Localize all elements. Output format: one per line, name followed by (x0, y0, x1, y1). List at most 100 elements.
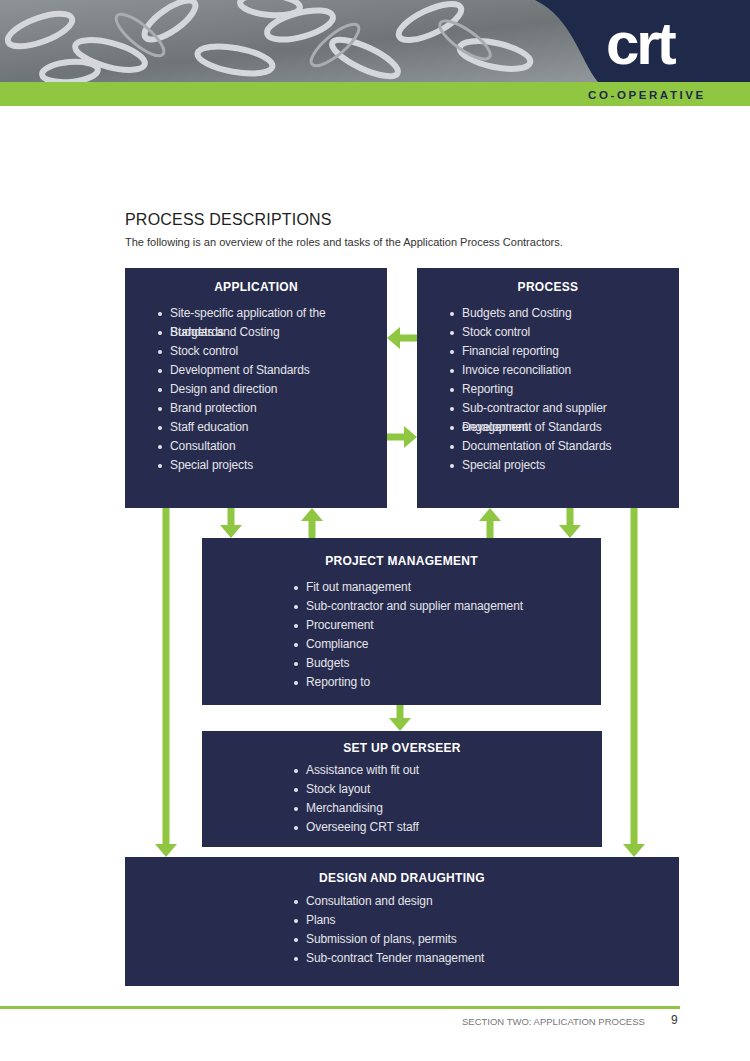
bullet-item: Budgets and Costing (170, 323, 379, 342)
bullet-dot (294, 586, 298, 590)
bullet-dot (158, 464, 162, 468)
bullet-item: Reporting (462, 380, 671, 399)
logo-subtitle: CO-OPERATIVE (588, 88, 706, 102)
box-heading: SET UP OVERSEER (202, 741, 602, 755)
process-box: PROCESS Budgets and CostingStock controlF… (417, 268, 679, 508)
bullet-text: Documentation of Standards (462, 439, 612, 453)
bullet-text: Merchandising (306, 801, 383, 815)
bullet-dot (450, 445, 454, 449)
bullet-dot (158, 350, 162, 354)
bullet-dot (450, 388, 454, 392)
bullet-text: Stock control (170, 344, 238, 358)
setup-overseer-box: SET UP OVERSEER Assistance with fit outSt… (202, 731, 602, 847)
bullet-text: Sub-contractor and supplier management (306, 599, 523, 613)
bullet-dot (450, 312, 454, 316)
flow-arrow (559, 508, 581, 538)
bullet-dot (294, 938, 298, 942)
arrow-shaft (387, 434, 404, 441)
section-footer: SECTION TWO: APPLICATION PROCESS (462, 1016, 645, 1028)
bullet-text: Assistance with fit out (306, 763, 419, 777)
bullet-dot (294, 826, 298, 830)
bullet-item: Consultation and design (306, 892, 671, 911)
bullet-item: Financial reporting (462, 342, 671, 361)
bullet-item: Development of Standards (170, 361, 379, 380)
arrow-head (220, 525, 242, 538)
bullet-dot (450, 407, 454, 411)
bullet-item: Reporting to (306, 673, 593, 692)
box-heading: APPLICATION (125, 280, 387, 294)
arrow-shaft (487, 521, 494, 538)
arrow-head (479, 508, 501, 521)
bullet-item: Submission of plans, permits (306, 930, 671, 949)
flow-arrow (155, 508, 177, 857)
bullet-text: Special projects (462, 458, 545, 472)
bullet-item: Procurement (306, 616, 593, 635)
logo-text: crt (606, 14, 674, 74)
arrow-shaft (228, 508, 235, 525)
bullet-dot (450, 426, 454, 430)
bullet-text: Special projects (170, 458, 253, 472)
bullet-text: Procurement (306, 618, 374, 632)
bullet-text: Development of Standards (462, 420, 602, 434)
bullet-dot (294, 769, 298, 773)
design-box: DESIGN AND DRAUGHTING Consultation and de… (125, 857, 679, 986)
bullet-dot (158, 445, 162, 449)
arrow-shaft (309, 521, 316, 538)
bullet-item: Fit out management (306, 578, 593, 597)
bullet-dot (450, 464, 454, 468)
bullet-dot (158, 426, 162, 430)
bullet-text: Stock layout (306, 782, 370, 796)
bullet-dot (158, 369, 162, 373)
bullet-dot (294, 643, 298, 647)
box-heading: PROCESS (417, 280, 679, 294)
flow-arrow (220, 508, 242, 538)
chain-photo (0, 0, 750, 82)
bullet-item: Development of Standards (462, 418, 671, 437)
bullet-dot (450, 369, 454, 373)
bullet-text: Invoice reconciliation (462, 363, 571, 377)
bullet-dot (294, 919, 298, 923)
bullet-item: Design and direction (170, 380, 379, 399)
bullet-item: Stock control (462, 323, 671, 342)
arrow-head (387, 327, 400, 349)
bullet-item: Compliance (306, 635, 593, 654)
bullet-dot (294, 788, 298, 792)
bullet-text: Brand protection (170, 401, 256, 415)
bullet-text: Plans (306, 913, 336, 927)
arrow-head (559, 525, 581, 538)
arrow-shaft (397, 705, 404, 718)
bullet-dot (294, 662, 298, 666)
bullet-text: Consultation (170, 439, 236, 453)
arrow-head (389, 718, 411, 731)
bullet-text: Design and direction (170, 382, 277, 396)
bullet-item: Budgets and Costing (462, 304, 671, 323)
bullet-text: Reporting to (306, 675, 370, 689)
bullet-text: Stock control (462, 325, 530, 339)
arrow-shaft (631, 508, 638, 844)
bullet-item: Invoice reconciliation (462, 361, 671, 380)
bullet-dot (294, 624, 298, 628)
arrow-shaft (400, 335, 417, 342)
header-band (0, 82, 750, 106)
bullet-text: Budgets and Costing (462, 306, 572, 320)
page-caption: The following is an overview of the role… (125, 236, 563, 248)
bullet-text: Development of Standards (170, 363, 310, 377)
bullet-dot (294, 900, 298, 904)
bullet-item: Stock control (170, 342, 379, 361)
bullet-dot (158, 388, 162, 392)
bullet-dot (158, 407, 162, 411)
bullet-dot (450, 331, 454, 335)
bullet-text: Consultation and design (306, 894, 432, 908)
bullet-text: Submission of plans, permits (306, 932, 457, 946)
arrow-head (301, 508, 323, 521)
bullet-item: Brand protection (170, 399, 379, 418)
box-heading: PROJECT MANAGEMENT (202, 554, 601, 568)
bullet-text: Budgets and Costing (170, 325, 280, 339)
box-heading: DESIGN AND DRAUGHTING (125, 871, 679, 885)
arrow-head (155, 844, 177, 857)
bullet-dot (294, 807, 298, 811)
page-number: 9 (671, 1013, 678, 1027)
bullet-item: Budgets (306, 654, 593, 673)
flow-arrow (301, 508, 323, 538)
